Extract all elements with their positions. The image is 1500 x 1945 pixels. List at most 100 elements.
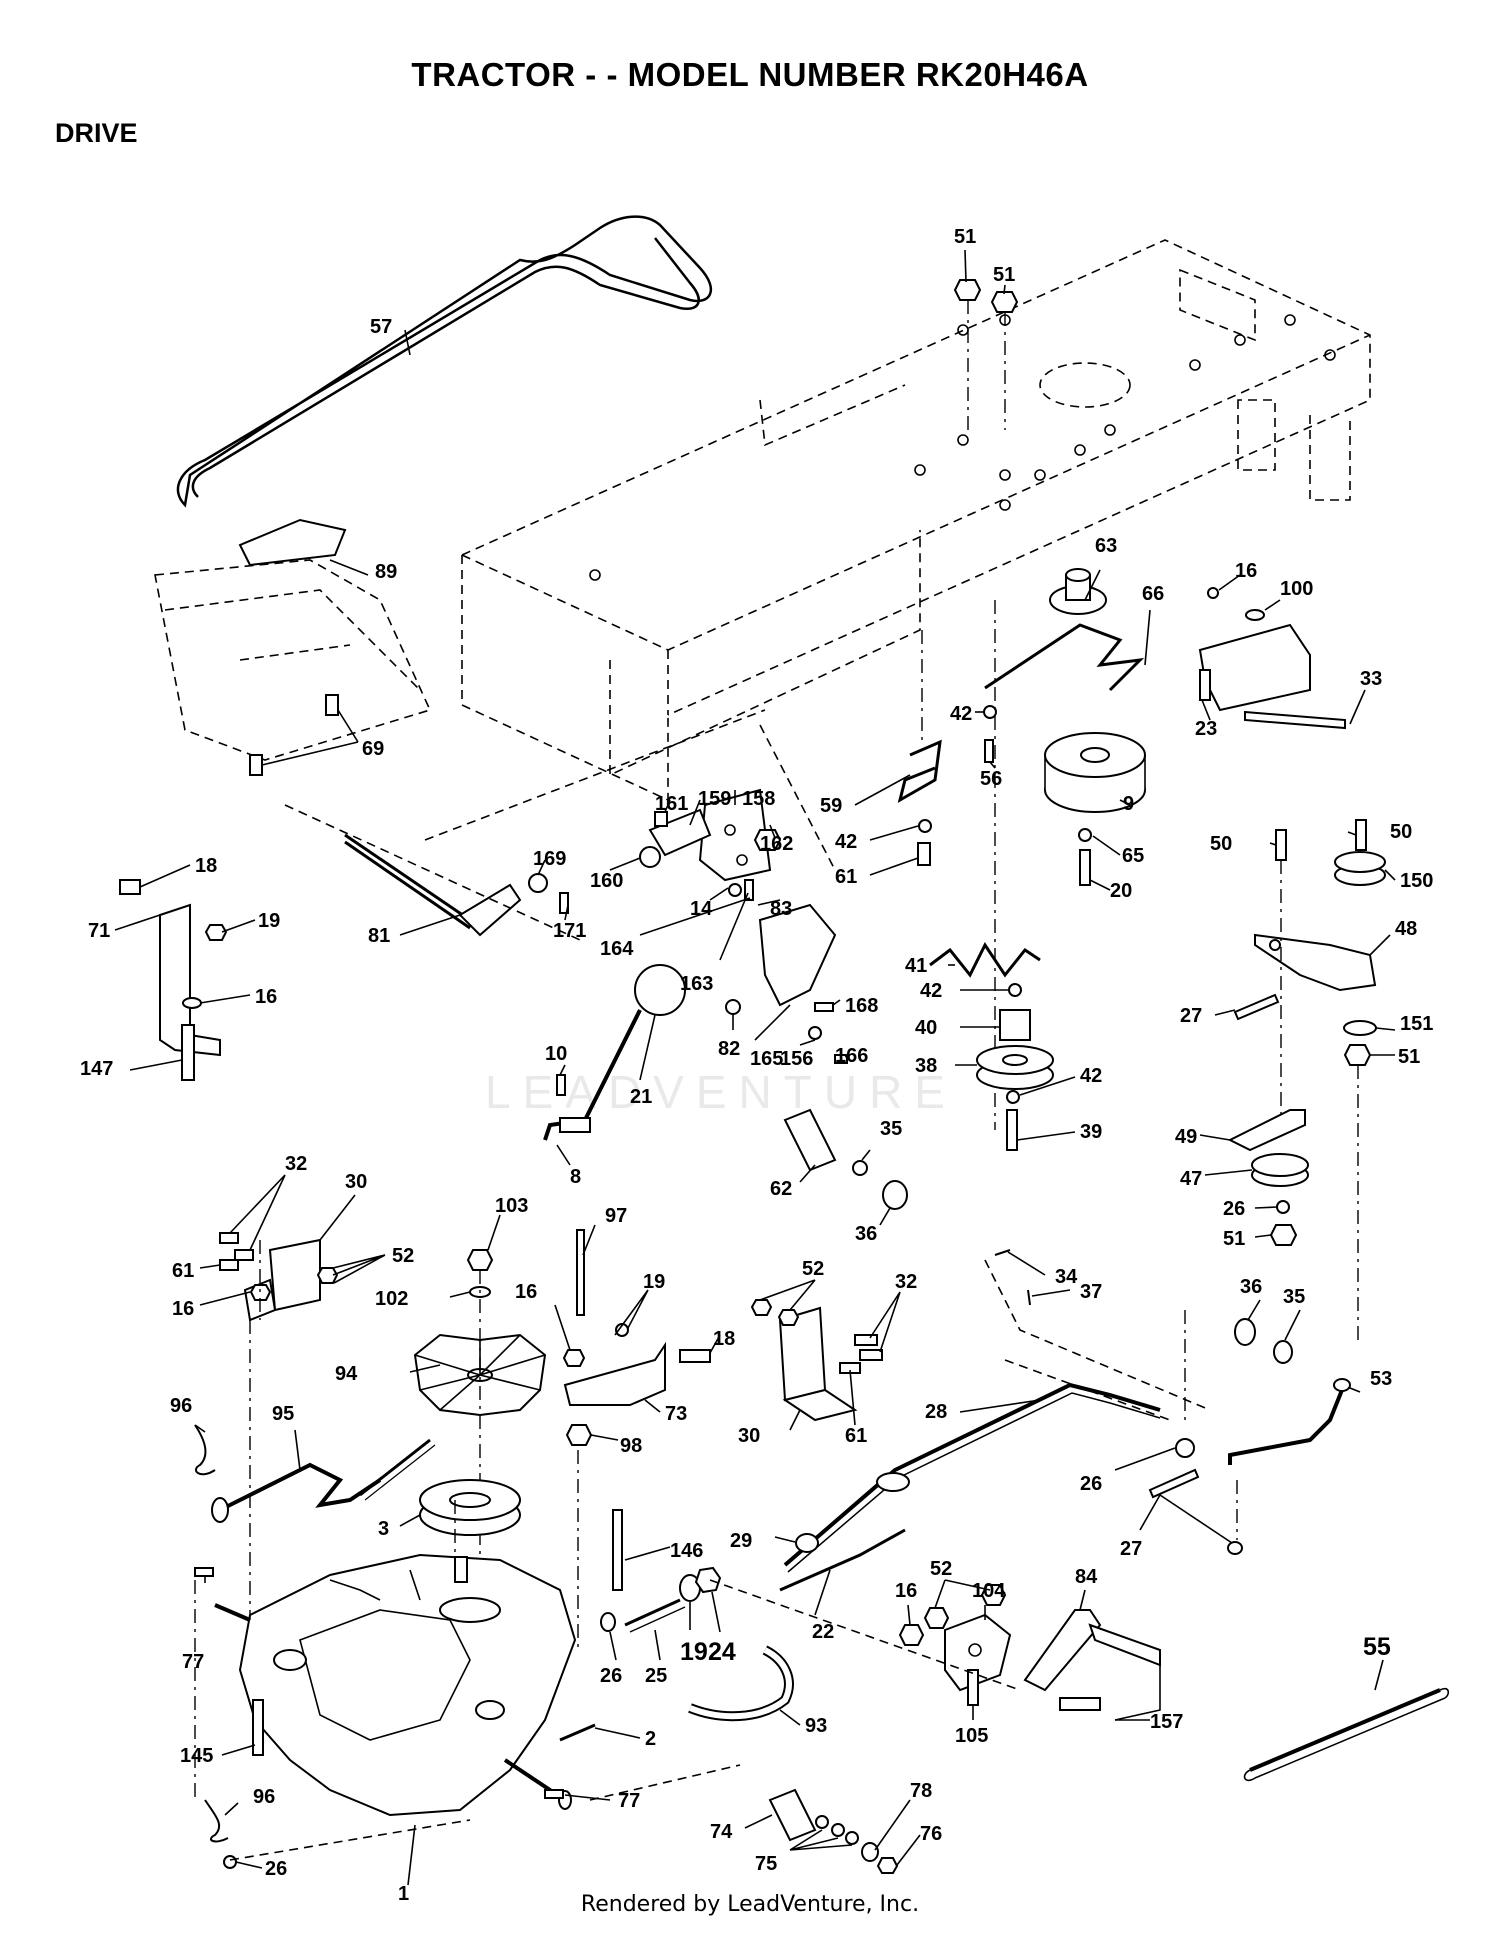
washer-36b (1234, 1318, 1256, 1346)
callout-19b: 19 (643, 1271, 665, 1293)
callout-1: 1 (398, 1883, 409, 1905)
callout-65: 65 (1122, 845, 1144, 867)
callout-171: 171 (553, 920, 586, 942)
screw-161 (654, 811, 668, 827)
bolt-69a (325, 694, 339, 716)
bracket-83 (758, 903, 837, 1007)
callout-9: 9 (1123, 793, 1134, 815)
callout-16b: 16 (255, 986, 277, 1008)
callout-165: 165 (750, 1048, 783, 1070)
washer-26c (600, 1612, 616, 1632)
callout-75: 75 (755, 1853, 777, 1875)
washer-65 (1078, 828, 1092, 842)
washer-156 (808, 1026, 822, 1040)
callout-61a: 61 (835, 866, 857, 888)
callout-162: 162 (760, 833, 793, 855)
callout-38: 38 (915, 1055, 937, 1077)
callout-102: 102 (375, 1288, 408, 1310)
lever-84 (1023, 1609, 1161, 1711)
bolt-50a (1275, 829, 1287, 861)
bracket-71 (119, 879, 228, 1081)
pin-77a (194, 1567, 214, 1577)
callout-169: 169 (533, 848, 566, 870)
frame-holes (589, 314, 1336, 581)
callout-40: 40 (915, 1017, 937, 1039)
cotter-27 (1159, 1494, 1236, 1546)
nut-51b (990, 291, 1019, 313)
callout-19c: 19 (680, 1638, 708, 1666)
callout-81: 81 (368, 925, 390, 947)
rod-53 (1228, 1389, 1344, 1465)
washer-35a (852, 1160, 868, 1176)
callout-52c: 52 (930, 1558, 952, 1580)
rod-59 (897, 739, 942, 804)
callout-27b: 27 (1120, 1538, 1142, 1560)
callout-93: 93 (805, 1715, 827, 1737)
page-title: TRACTOR - - MODEL NUMBER RK20H46A (411, 56, 1089, 93)
callout-16d: 16 (515, 1281, 537, 1303)
callout-76: 76 (920, 1823, 942, 1845)
drive-belt-57 (176, 215, 712, 508)
callout-32a: 32 (285, 1153, 307, 1175)
callout-63: 63 (1095, 535, 1117, 557)
wire-41 (929, 942, 1041, 978)
electric-clutch-9 (1044, 732, 1146, 813)
bushing-74 (768, 1788, 817, 1842)
callout-26b: 26 (1080, 1473, 1102, 1495)
washer-75b (831, 1823, 845, 1837)
callout-50b: 50 (1390, 821, 1412, 843)
callout-30b: 30 (738, 1425, 760, 1447)
pin-171 (559, 892, 569, 914)
callout-49: 49 (1175, 1126, 1197, 1148)
washer-42c (1008, 983, 1022, 997)
washer-42a (983, 705, 997, 719)
callout-146: 146 (670, 1540, 703, 1562)
callout-42b: 42 (835, 831, 857, 853)
clip-82 (725, 999, 741, 1015)
link-159 (648, 808, 712, 857)
washer-19b (615, 1323, 629, 1337)
washer-36a (882, 1180, 908, 1210)
bolt-145 (252, 1699, 264, 1756)
callout-42a: 42 (950, 703, 972, 725)
bolt-105 (967, 1669, 979, 1706)
bolt-168 (814, 1002, 834, 1012)
bolt-27b (1148, 1468, 1200, 1499)
nut-51d (1269, 1224, 1298, 1246)
callout-62: 62 (770, 1178, 792, 1200)
callout-57: 57 (370, 316, 392, 338)
bracket-73 (562, 1341, 666, 1406)
callout-52b: 52 (802, 1258, 824, 1280)
callout-59: 59 (820, 795, 842, 817)
nut-52c (923, 1607, 950, 1629)
callout-21: 21 (630, 1086, 652, 1108)
footer-credit: Rendered by LeadVenture, Inc. (580, 1892, 920, 1917)
callout-48: 48 (1395, 918, 1417, 940)
callout-104: 104 (972, 1580, 1006, 1602)
callout-147: 147 (80, 1058, 113, 1080)
callout-61b: 61 (172, 1260, 194, 1282)
callout-66: 66 (1142, 583, 1164, 605)
callout-163: 163 (680, 973, 713, 995)
washer-42d (1006, 1090, 1020, 1104)
callout-83: 83 (770, 898, 792, 920)
callout-151: 151 (1400, 1013, 1433, 1035)
nut-76 (876, 1857, 899, 1874)
callout-30a: 30 (345, 1171, 367, 1193)
washer-26d (223, 1855, 237, 1869)
bolt-18b (679, 1349, 711, 1363)
callout-37: 37 (1080, 1281, 1102, 1303)
bolt-50b (1355, 819, 1367, 851)
callout-96a: 96 (170, 1395, 192, 1417)
leader-lines (114, 249, 1396, 1886)
callout-25: 25 (645, 1665, 667, 1687)
callout-24: 24 (708, 1638, 736, 1666)
bushing-29 (795, 1533, 819, 1553)
callout-157: 157 (1150, 1711, 1183, 1733)
callout-41: 41 (905, 955, 927, 977)
callout-18a: 18 (195, 855, 217, 877)
callout-22: 22 (812, 1621, 834, 1643)
callout-14: 14 (690, 898, 713, 920)
callout-156: 156 (780, 1048, 813, 1070)
callout-51d: 51 (1223, 1228, 1245, 1250)
